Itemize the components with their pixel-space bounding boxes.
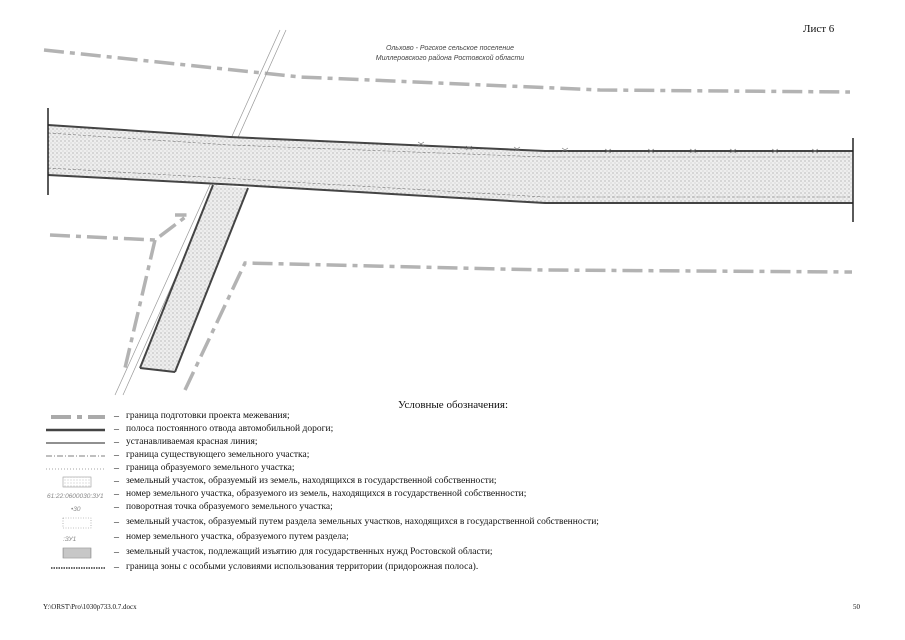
legend-item: – полоса постоянного отвода автомобильно… <box>40 424 860 437</box>
legend-item: 61:22:0600030:ЗУ1 – номер земельного уча… <box>40 489 860 502</box>
point-symbol: •30 <box>71 506 81 513</box>
red-line-bottom <box>47 167 853 198</box>
plan-title-2: Миллеровского района Ростовской области <box>376 54 524 62</box>
dense-stipple-symbol <box>62 547 92 559</box>
dotted-box-symbol <box>62 517 92 529</box>
footer-file-path: Y:\ORST\Pro\1030p733.0.7.docx <box>43 603 137 611</box>
stipple-box-symbol <box>62 476 92 488</box>
survey-markers <box>417 141 819 154</box>
footer-page-number: 50 <box>853 603 860 611</box>
legend-item: – земельный участок, подлежащий изъятию … <box>40 547 860 560</box>
road-strip-main <box>48 125 853 203</box>
legend-item: – граница подготовки проекта межевания; <box>40 411 860 424</box>
dash-dot-symbol <box>46 455 105 457</box>
thin-line-symbol <box>46 442 105 444</box>
legend-item: – земельный участок, образуемый из земел… <box>40 476 860 489</box>
thick-line-symbol <box>46 428 105 432</box>
code-text-symbol: 61:22:0600030:ЗУ1 <box>47 493 104 500</box>
project-boundary-left <box>49 213 194 242</box>
road-edge-top <box>47 124 853 152</box>
plan-title-1: Ольхово - Рогское сельское поселение <box>386 45 514 52</box>
red-line-top <box>47 132 853 158</box>
svg-text:61:22:0600030:ЗУ1: 61:22:0600030:ЗУ1 <box>47 493 104 500</box>
sheet-label: Лист 6 <box>803 23 835 35</box>
road-edge-bottom <box>47 174 853 204</box>
code-text-symbol: :ЗУ1 <box>63 536 77 543</box>
svg-text::ЗУ1: :ЗУ1 <box>63 536 77 543</box>
thick-dash-symbol <box>51 415 105 419</box>
project-boundary-left-down <box>123 239 157 369</box>
legend-item: – граница зоны с особыми условиями испол… <box>40 562 860 575</box>
legend-item: – земельный участок, образуемый путем ра… <box>40 517 860 530</box>
legend-item: •30 – поворотная точка образуемого земел… <box>40 502 860 515</box>
legend-item: :ЗУ1 – номер земельного участка, образуе… <box>40 532 860 545</box>
legend-item: – граница образуемого земельного участка… <box>40 463 860 476</box>
legend-item: – граница существующего земельного участ… <box>40 450 860 463</box>
svg-text:•30: •30 <box>71 506 81 513</box>
legend-item: – устанавливаемая красная линия; <box>40 437 860 450</box>
project-boundary-right <box>183 261 853 391</box>
road-strip-branch <box>140 185 248 372</box>
project-boundary-top <box>43 48 851 94</box>
dotted-symbol <box>46 468 105 470</box>
zone-line-symbol <box>51 567 105 569</box>
crossing-line-a <box>114 29 281 396</box>
cadastral-plan: Ольхово - Рогское сельское поселение Мил… <box>43 29 854 396</box>
legend-title: Условные обозначения: <box>398 399 509 411</box>
